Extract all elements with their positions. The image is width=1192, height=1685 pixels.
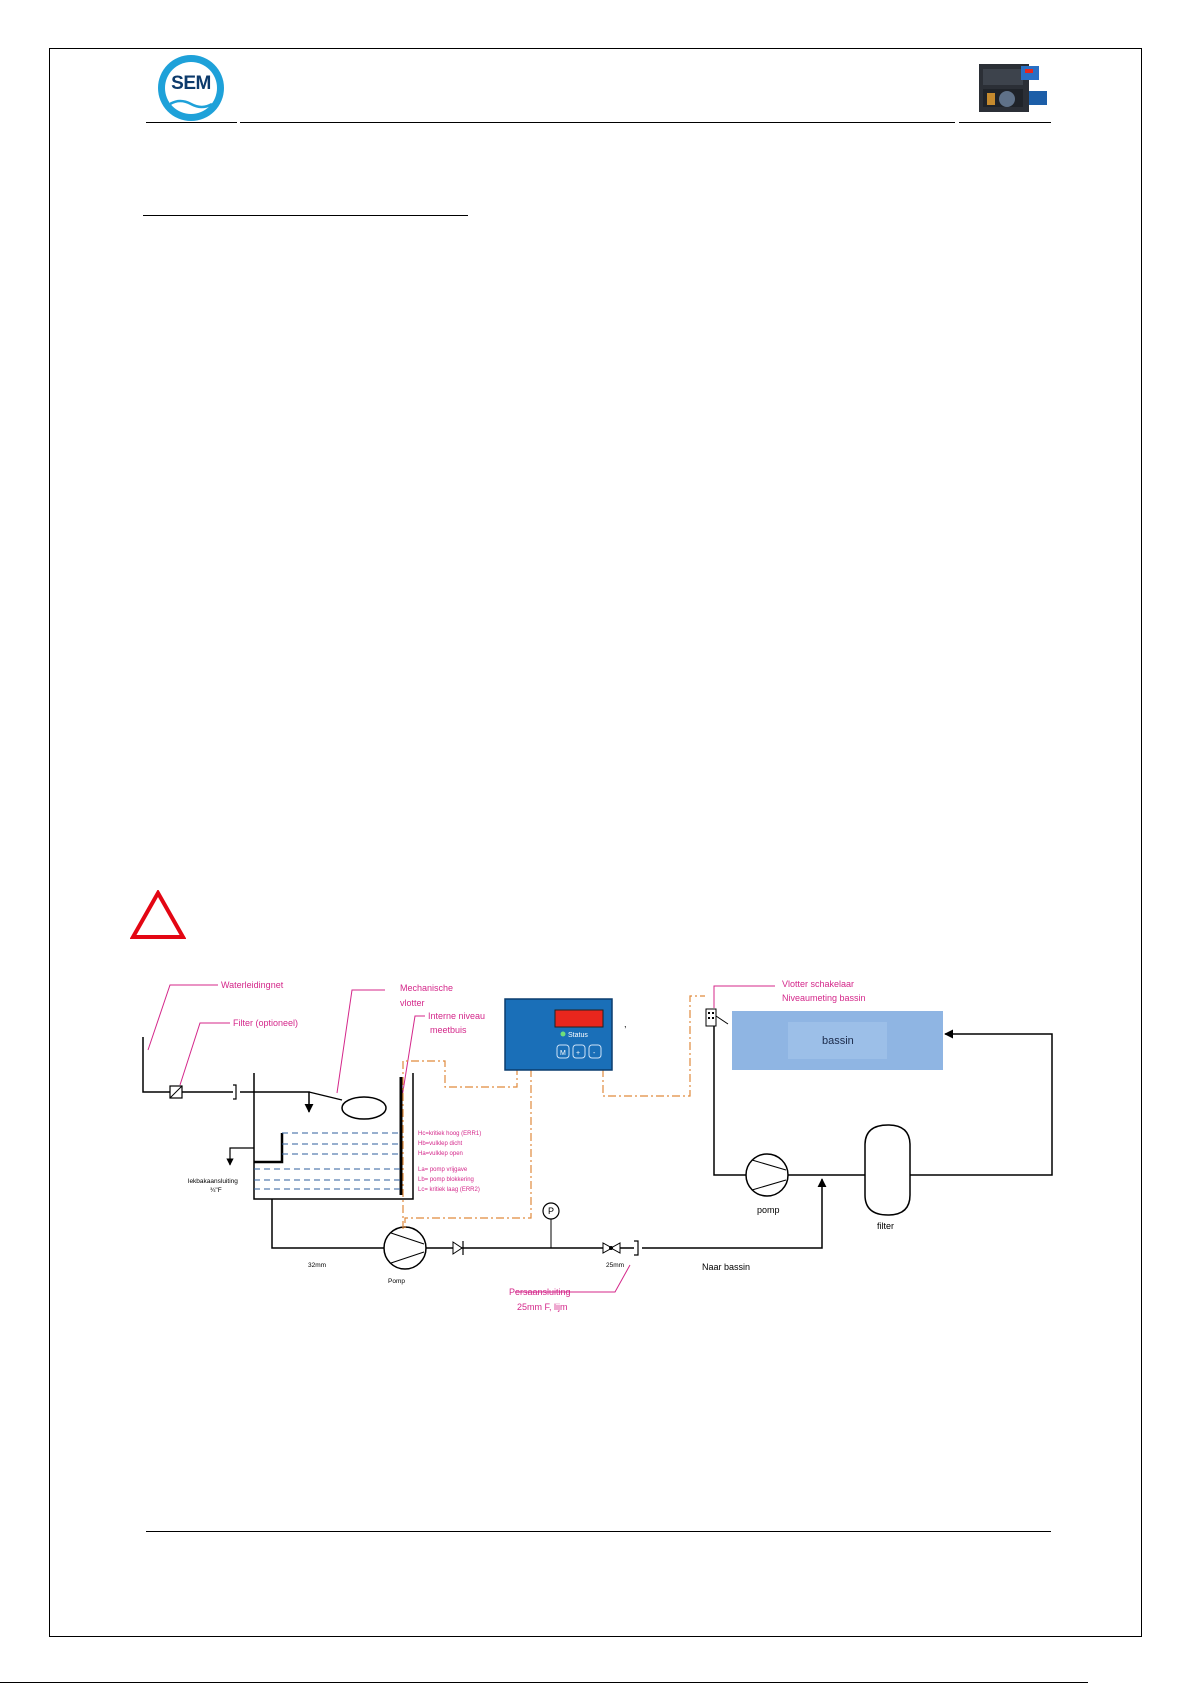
bottom-rule bbox=[0, 1682, 1088, 1683]
label-mechanische-1: Mechanische bbox=[400, 983, 453, 993]
pressure-line bbox=[271, 1178, 827, 1270]
signal-cables bbox=[402, 995, 705, 1229]
label-interne-1: Interne niveau bbox=[428, 1011, 485, 1021]
label-pomp-title: Pomp bbox=[388, 1278, 405, 1285]
label-bassin: bassin bbox=[822, 1035, 854, 1047]
header-rule-middle bbox=[240, 122, 955, 123]
stray-tick: , bbox=[624, 1019, 627, 1029]
label-interne-2: meetbuis bbox=[430, 1025, 467, 1035]
label-naar-bassin: Naar bassin bbox=[702, 1262, 750, 1272]
controller-status-label: Status bbox=[568, 1032, 588, 1039]
label-size-25mm: 25mm bbox=[606, 1262, 624, 1269]
label-lekbak-1: lekbakaansluiting bbox=[188, 1178, 238, 1185]
label-level-lc: Lc= kritiek laag (ERR2) bbox=[418, 1187, 480, 1193]
header-rule-right bbox=[959, 122, 1051, 123]
controller-button-minus: - bbox=[593, 1050, 596, 1057]
label-level-hb: Hb=vulklep dicht bbox=[418, 1141, 463, 1147]
label-filter-optioneel: Filter (optioneel) bbox=[233, 1018, 298, 1028]
label-level-lb: Lb= pomp blokkering bbox=[418, 1177, 474, 1183]
label-filter-right: filter bbox=[877, 1221, 894, 1231]
label-level-hc: Hc=kritiek hoog (ERR1) bbox=[418, 1131, 481, 1137]
page-border bbox=[49, 48, 1142, 1637]
label-vlotter-1: Vlotter schakelaar bbox=[782, 979, 854, 989]
buffer-tank bbox=[253, 1073, 414, 1200]
supply-line bbox=[142, 1037, 314, 1113]
pool-loop bbox=[705, 1008, 1053, 1216]
warning-triangle-icon bbox=[130, 890, 186, 939]
label-waterleidingnet: Waterleidingnet bbox=[221, 980, 284, 990]
label-vlotter-2: Niveaumeting bassin bbox=[782, 993, 866, 1003]
label-persaansluiting-1: Persaansluiting bbox=[509, 1287, 571, 1297]
label-size-32mm: 32mm bbox=[308, 1262, 326, 1269]
sem-logo-icon: SEM bbox=[158, 55, 224, 121]
mechanical-float bbox=[308, 1091, 387, 1120]
heading-underline bbox=[143, 215, 468, 216]
label-level-la: La= pomp vrijgave bbox=[418, 1167, 468, 1173]
header-rule-left bbox=[146, 122, 237, 123]
label-mechanische-2: vlotter bbox=[400, 998, 425, 1008]
leak-outlet bbox=[226, 1147, 254, 1166]
label-lekbak-2: ¾"F bbox=[210, 1187, 222, 1194]
logo-wave-icon bbox=[170, 99, 212, 109]
controller-button-plus: + bbox=[576, 1050, 580, 1057]
logo-text: SEM bbox=[171, 73, 211, 94]
label-level-ha: Ha=vulklep open bbox=[418, 1151, 463, 1157]
label-gauge-p: P bbox=[548, 1206, 554, 1216]
product-photo bbox=[979, 64, 1047, 112]
footer-rule bbox=[146, 1531, 1051, 1532]
controller-unit bbox=[504, 998, 613, 1071]
label-persaansluiting-2: 25mm F, lijm bbox=[517, 1302, 568, 1312]
logo-inner: SEM bbox=[165, 62, 217, 114]
controller-button-m: M bbox=[560, 1050, 566, 1057]
callout-lines bbox=[147, 984, 775, 1293]
label-pomp-right: pomp bbox=[757, 1205, 780, 1215]
